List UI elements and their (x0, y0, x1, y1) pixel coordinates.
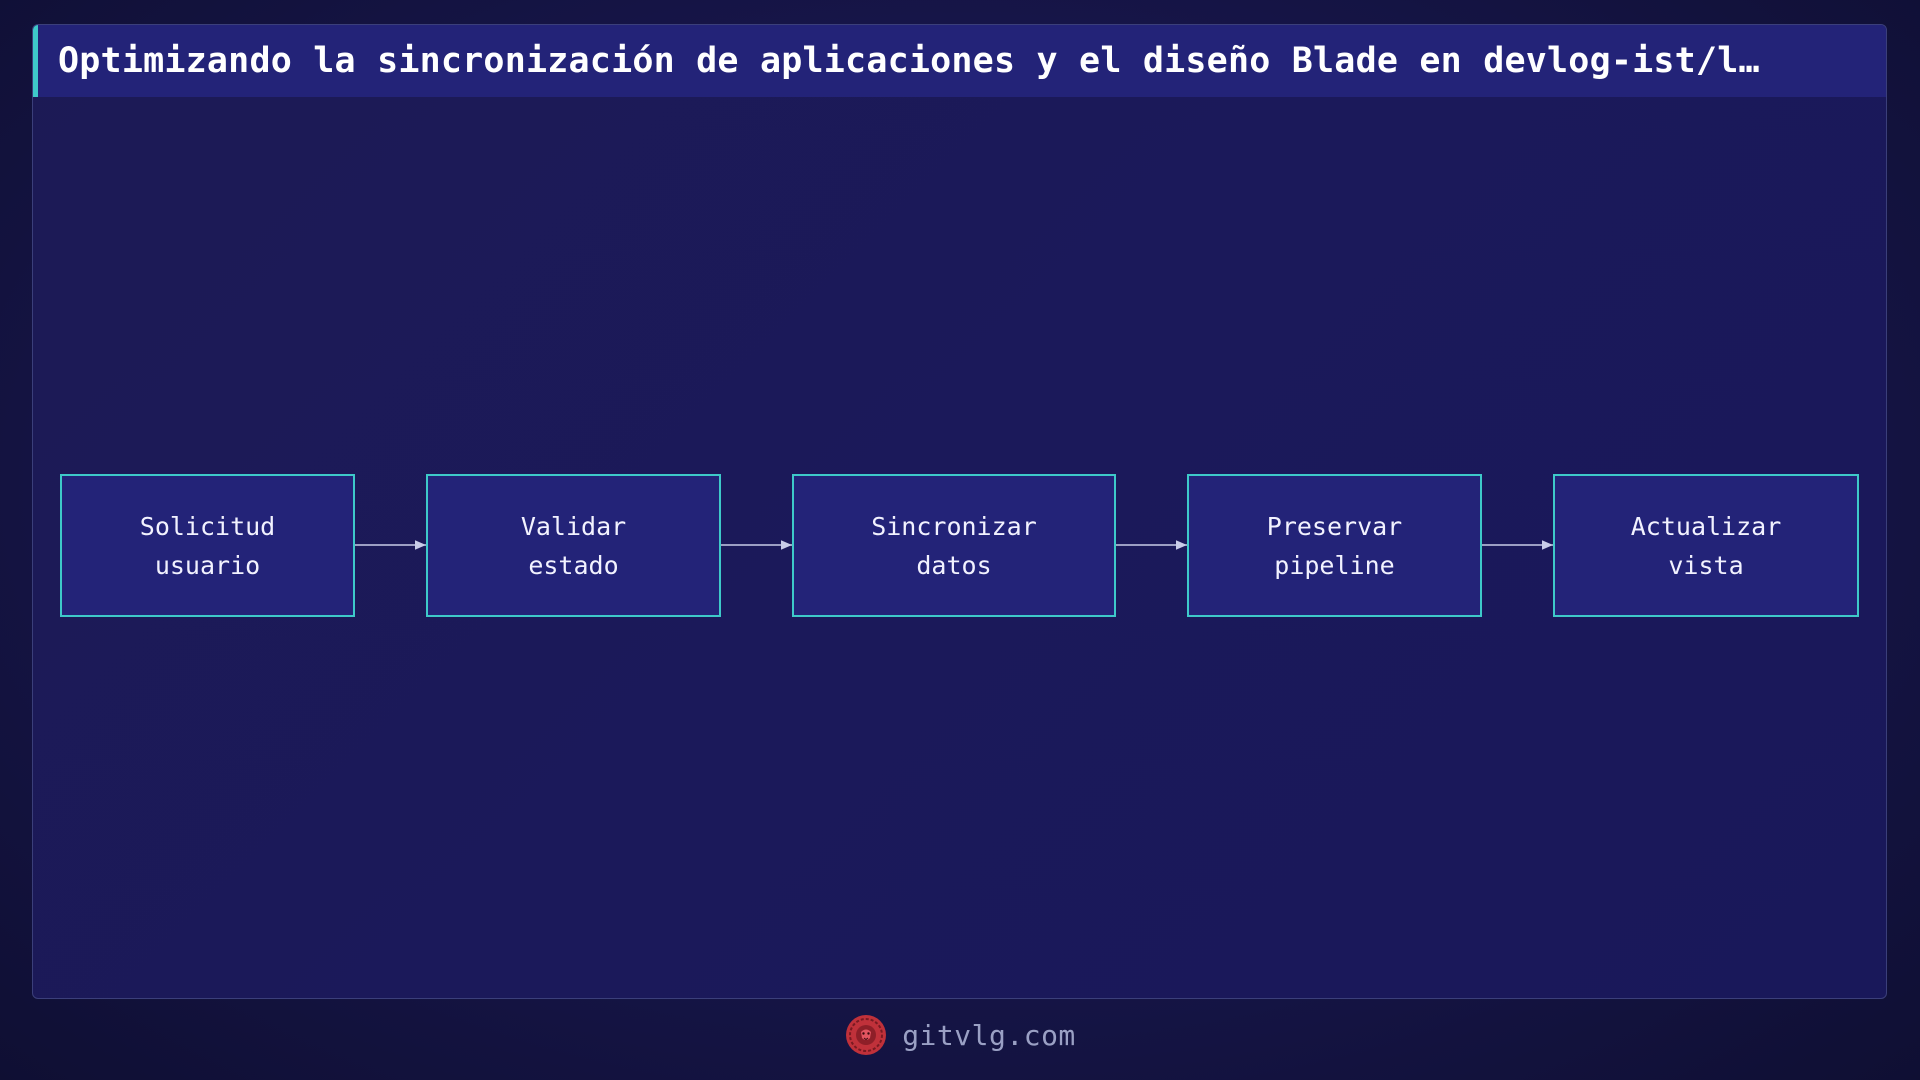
step-label-line1: Sincronizar (871, 511, 1037, 541)
step-label-line1: Actualizar (1630, 511, 1782, 541)
site-name[interactable]: gitvlg.com (902, 1018, 1076, 1052)
step-label-line1: Solicitud (139, 511, 276, 541)
step-preservar-pipeline: Preservar pipeline (1187, 474, 1482, 617)
footer: gitvlg.com (0, 1010, 1920, 1060)
step-solicitud-usuario: Solicitud usuario (60, 474, 355, 617)
step-label-line1: Validar (520, 511, 627, 541)
lion-logo-icon (844, 1013, 888, 1057)
step-actualizar-vista: Actualizar vista (1553, 474, 1859, 617)
title-bar: Optimizando la sincronización de aplicac… (33, 25, 1886, 97)
step-label-line2: pipeline (1274, 550, 1395, 580)
step-label-line2: usuario (154, 550, 261, 580)
step-validar-estado: Validar estado (426, 474, 721, 617)
step-label-line2: estado (528, 550, 619, 580)
step-label-line2: vista (1668, 550, 1744, 580)
step-sincronizar-datos: Sincronizar datos (792, 474, 1116, 617)
step-label-line2: datos (916, 550, 992, 580)
step-label-line1: Preservar (1266, 511, 1403, 541)
